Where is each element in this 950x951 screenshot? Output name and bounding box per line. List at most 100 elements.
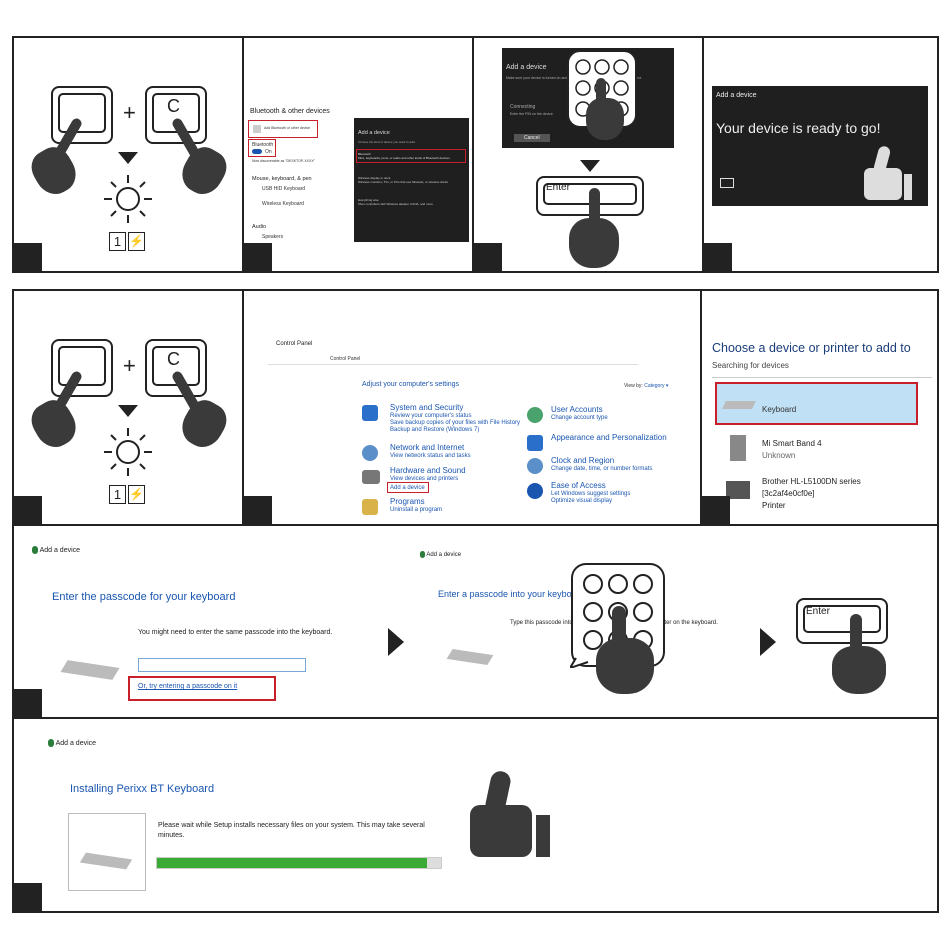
step-marker — [14, 496, 42, 524]
device-2: Wireless Keyboard — [262, 201, 304, 207]
step-marker — [244, 496, 272, 524]
option-display[interactable]: Wireless display or dock Wireless monito… — [358, 176, 464, 184]
control-panel-cell: Control Panel Control Panel Adjust your … — [244, 291, 702, 524]
add-device-link[interactable]: Add a device — [390, 485, 425, 491]
device-band[interactable]: Mi Smart Band 4 Unknown — [716, 431, 916, 467]
enter-key — [796, 598, 888, 644]
cp-view-by[interactable]: View by: Category ▾ — [624, 383, 668, 389]
progress-fill — [157, 858, 427, 868]
installing-heading: Installing Perixx BT Keyboard — [70, 783, 215, 795]
dialog-title-text: Add a device — [55, 739, 97, 747]
device-icon — [420, 551, 425, 558]
alt-passcode-link[interactable]: Or, try entering a passcode on it — [138, 683, 238, 690]
cp-item-title: Network and Internet — [390, 443, 465, 452]
option-else[interactable]: Everything else Xbox controllers with Wi… — [358, 198, 464, 206]
passcode-input[interactable] — [138, 658, 306, 672]
option-bluetooth[interactable]: Bluetooth Mice, keyboards, pens, or audi… — [358, 152, 464, 160]
add-device-label: Add Bluetooth or other device — [264, 126, 311, 130]
network-icon — [362, 445, 378, 461]
clock-icon — [527, 458, 543, 474]
plus-sign: + — [123, 353, 136, 378]
printer-icon — [726, 481, 750, 499]
discoverable-text: Now discoverable as "DESKTOP-XXXX" — [252, 159, 315, 163]
toggle-highlight — [248, 139, 276, 157]
dialog-title: Add a device — [48, 739, 96, 747]
appearance-icon — [527, 435, 543, 451]
progress-bar — [156, 857, 442, 869]
cp-item-link[interactable]: Backup and Restore (Windows 7) — [390, 427, 480, 433]
step-marker — [14, 243, 42, 271]
light-icon — [104, 428, 152, 476]
cp-item-link[interactable]: Change date, time, or number formats — [551, 466, 653, 472]
view-by-label: View by: — [624, 383, 643, 389]
enter-key-label: Enter — [546, 182, 570, 193]
step-marker — [244, 243, 272, 271]
ready-dialog: Add a device Your device is ready to go! — [712, 86, 928, 206]
enter-finger-icon — [850, 614, 862, 660]
add-device-row[interactable]: Add Bluetooth or other device — [250, 122, 316, 136]
pin-finger-icon — [596, 78, 606, 112]
view-by-value: Category ▾ — [644, 383, 669, 389]
light-icon — [104, 175, 152, 223]
mouse-heading: Mouse, keyboard, & pen — [252, 176, 312, 182]
cp-item-title: Ease of Access — [551, 481, 606, 490]
device-name: Keyboard — [762, 405, 797, 414]
settings-cell: Bluetooth & other devices Add Bluetooth … — [244, 38, 474, 271]
cp-item-link[interactable]: Optimize visual display — [551, 498, 613, 504]
ready-cell: Add a device Your device is ready to go! — [704, 38, 937, 271]
device-icon — [48, 739, 54, 747]
ease-icon — [527, 483, 543, 499]
enter-key-label: Enter — [806, 606, 830, 617]
cp-item-link[interactable]: Let Windows suggest settings — [551, 491, 631, 497]
cp-item-link[interactable]: View devices and printers — [390, 476, 459, 482]
option-bluetooth-title: Bluetooth — [358, 152, 371, 156]
row1-panel: + C 1 ⚡ Bluetooth & other devices Add Bl — [12, 36, 939, 273]
step-marker — [14, 883, 42, 911]
row3-panel: Add a device Enter the passcode for your… — [12, 524, 939, 719]
printer-icon — [362, 470, 380, 484]
keyboard-icon — [79, 852, 133, 870]
row4-panel: Add a device Installing Perixx BT Keyboa… — [12, 717, 939, 913]
cp-item-link[interactable]: View network status and tasks — [390, 453, 471, 459]
thumb-palm — [470, 805, 532, 857]
alt-link-highlight — [128, 676, 276, 701]
arrow-right-icon — [760, 628, 776, 656]
device-name: Brother HL-L5100DN series — [762, 477, 861, 486]
cp-item-title: System and Security — [390, 403, 464, 412]
add-device-highlight — [387, 482, 429, 493]
plus-box-icon — [253, 125, 261, 133]
device-keyboard[interactable]: Keyboard — [716, 383, 916, 423]
device-printer[interactable]: Brother HL-L5100DN series [3c2af4e0cf0e]… — [716, 475, 916, 519]
arrow-down-icon — [118, 405, 138, 417]
cp-address-bar[interactable]: Control Panel — [268, 354, 638, 365]
row2-panel: + C 1 ⚡ Control Panel Control Panel Ad — [12, 289, 939, 526]
dialog-title-2: Add a device — [420, 551, 461, 558]
dialog-title-text: Add a device — [39, 546, 81, 554]
cp-item-link[interactable]: Uninstall a program — [390, 507, 443, 513]
cp-item-link[interactable]: Review your computer's status — [390, 413, 472, 419]
users-icon — [527, 407, 543, 423]
settings-heading: Bluetooth & other devices — [250, 108, 330, 115]
add-device-highlight — [248, 120, 318, 138]
bluetooth-toggle[interactable] — [252, 149, 262, 154]
step-marker — [474, 243, 502, 271]
cp-address: Control Panel — [330, 356, 361, 362]
key-combo-cell-2: + C 1 ⚡ — [14, 291, 244, 524]
cp-item-link[interactable]: Change account type — [551, 415, 608, 421]
right-hand-icon — [175, 141, 233, 201]
keyboard-icon — [60, 660, 120, 680]
cp-item-title: Programs — [390, 497, 425, 506]
device-sub: Unknown — [762, 451, 796, 460]
cancel-button[interactable]: Cancel — [514, 134, 550, 142]
ready-message: Your device is ready to go! — [716, 120, 881, 136]
dialog-title-1: Add a device — [32, 546, 80, 554]
key-c — [145, 339, 207, 397]
battery-indicator: 1 ⚡ — [109, 232, 145, 251]
thumbs-up-icon — [470, 769, 554, 857]
pin-cell: Add a device Make sure your device is tu… — [474, 38, 704, 271]
device-chooser-cell: Choose a device or printer to add to Sea… — [702, 291, 937, 524]
cp-item-link[interactable]: Save backup copies of your files with Fi… — [390, 420, 521, 426]
plus-sign: + — [123, 100, 136, 125]
audio-item: Speakers — [262, 234, 284, 240]
bluetooth-label: Bluetooth — [252, 142, 274, 148]
